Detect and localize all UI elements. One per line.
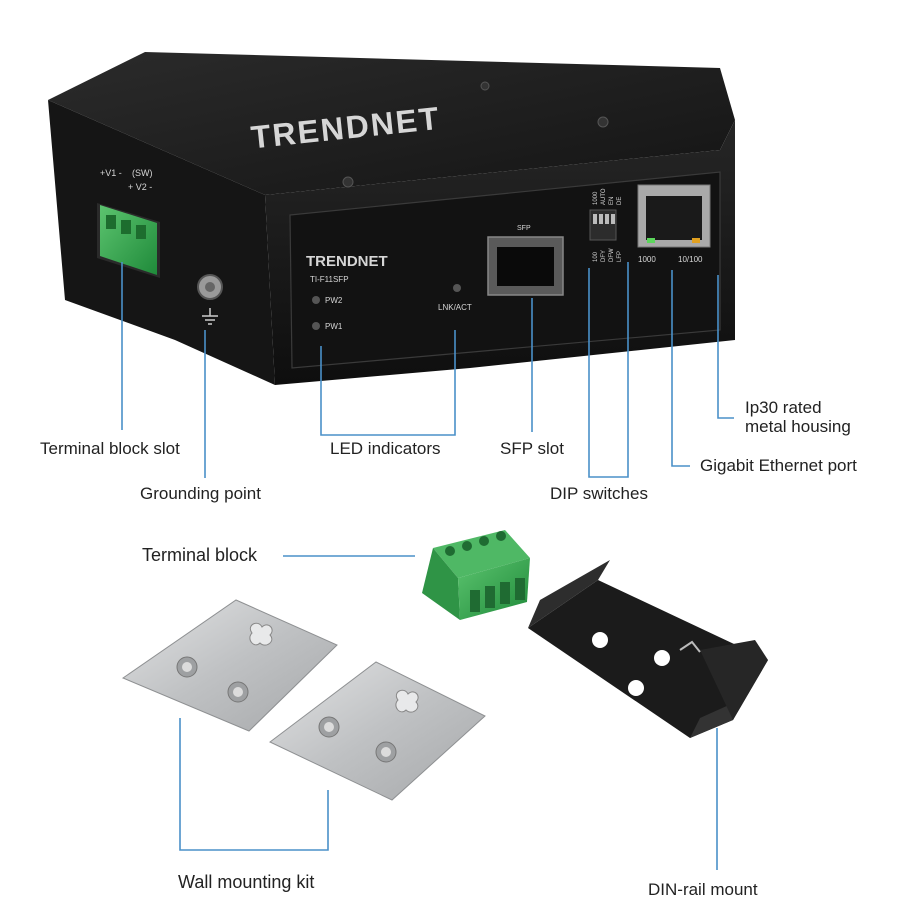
led-pw2-label: PW2 <box>325 296 343 305</box>
terminal-block-accessory <box>422 530 530 620</box>
terminal-pin <box>121 220 131 234</box>
terminal-pin <box>136 225 146 239</box>
callout-line-ip30 <box>717 275 734 419</box>
dip-switch-4[interactable] <box>611 214 615 224</box>
dip-switch-2[interactable] <box>599 214 603 224</box>
led-pw1-label: PW1 <box>325 322 343 331</box>
callout-sfp-slot: SFP slot <box>500 439 564 458</box>
sfp-label: SFP <box>517 225 531 232</box>
media-converter-device: TRENDNET +V1 - (SW) + V2 - TRENDNET TI-F… <box>48 52 735 385</box>
terminal-v1-label: +V1 - <box>100 168 122 178</box>
port-1000-label: 1000 <box>638 255 656 264</box>
callout-grounding-point: Grounding point <box>140 484 261 503</box>
callout-dip-switches: DIP switches <box>550 484 648 503</box>
top-screw-icon <box>597 116 609 128</box>
din-rail-mount <box>528 560 768 738</box>
dip-top-3: EN <box>609 197 615 205</box>
dip-bot-3: DFW <box>609 248 615 262</box>
rj45-led-amber-icon <box>692 238 700 243</box>
sfp-port <box>497 247 554 286</box>
callout-line-dip <box>588 262 629 478</box>
led-lnk-icon <box>453 284 461 292</box>
dip-switch-3[interactable] <box>605 214 609 224</box>
callout-terminal-block-slot: Terminal block slot <box>40 439 180 458</box>
callout-ip30-line1: Ip30 rated <box>745 398 822 417</box>
callout-ip30-line2: metal housing <box>745 417 851 436</box>
ground-symbol-icon <box>202 308 218 325</box>
top-screw-icon <box>342 176 354 188</box>
callout-wall-mounting-kit: Wall mounting kit <box>178 872 315 892</box>
dip-switch-1[interactable] <box>593 214 597 224</box>
dip-bot-1: 100 <box>593 251 599 262</box>
dip-bot-2: DFY <box>601 250 607 262</box>
callout-led-indicators: LED indicators <box>330 439 441 458</box>
led-pw1-icon <box>312 322 320 330</box>
callout-gigabit-port: Gigabit Ethernet port <box>700 456 857 475</box>
callout-din-rail-mount: DIN-rail mount <box>648 880 758 899</box>
housing-top <box>48 52 735 195</box>
port-10100-label: 10/100 <box>678 255 703 264</box>
callout-line-led <box>320 330 456 436</box>
brand-front-text: TRENDNET <box>306 253 388 270</box>
callout-line-wall-kit <box>179 718 329 851</box>
dip-top-2: AUTO <box>601 188 607 205</box>
rj45-port <box>646 196 702 240</box>
dip-bot-4: LFP <box>617 251 623 262</box>
top-screw-icon <box>480 81 490 91</box>
callout-lines <box>121 262 734 870</box>
terminal-v2-label: + V2 - <box>128 182 152 192</box>
callout-terminal-block: Terminal block <box>142 545 258 565</box>
wall-mount-plate-2 <box>269 661 486 801</box>
led-lnk-label: LNK/ACT <box>438 303 472 312</box>
grounding-screw-center <box>205 282 215 292</box>
callout-line-gigabit <box>671 270 690 467</box>
terminal-pin <box>106 215 116 229</box>
rj45-led-green-icon <box>647 238 655 243</box>
wall-mount-plate-1 <box>121 599 338 732</box>
led-pw2-icon <box>312 296 320 304</box>
dip-top-1: 1000 <box>593 191 599 205</box>
model-text: TI-F11SFP <box>310 275 349 284</box>
dip-top-4: DE <box>617 197 623 205</box>
terminal-sw-label: (SW) <box>132 168 153 178</box>
housing-left-side <box>48 100 275 385</box>
